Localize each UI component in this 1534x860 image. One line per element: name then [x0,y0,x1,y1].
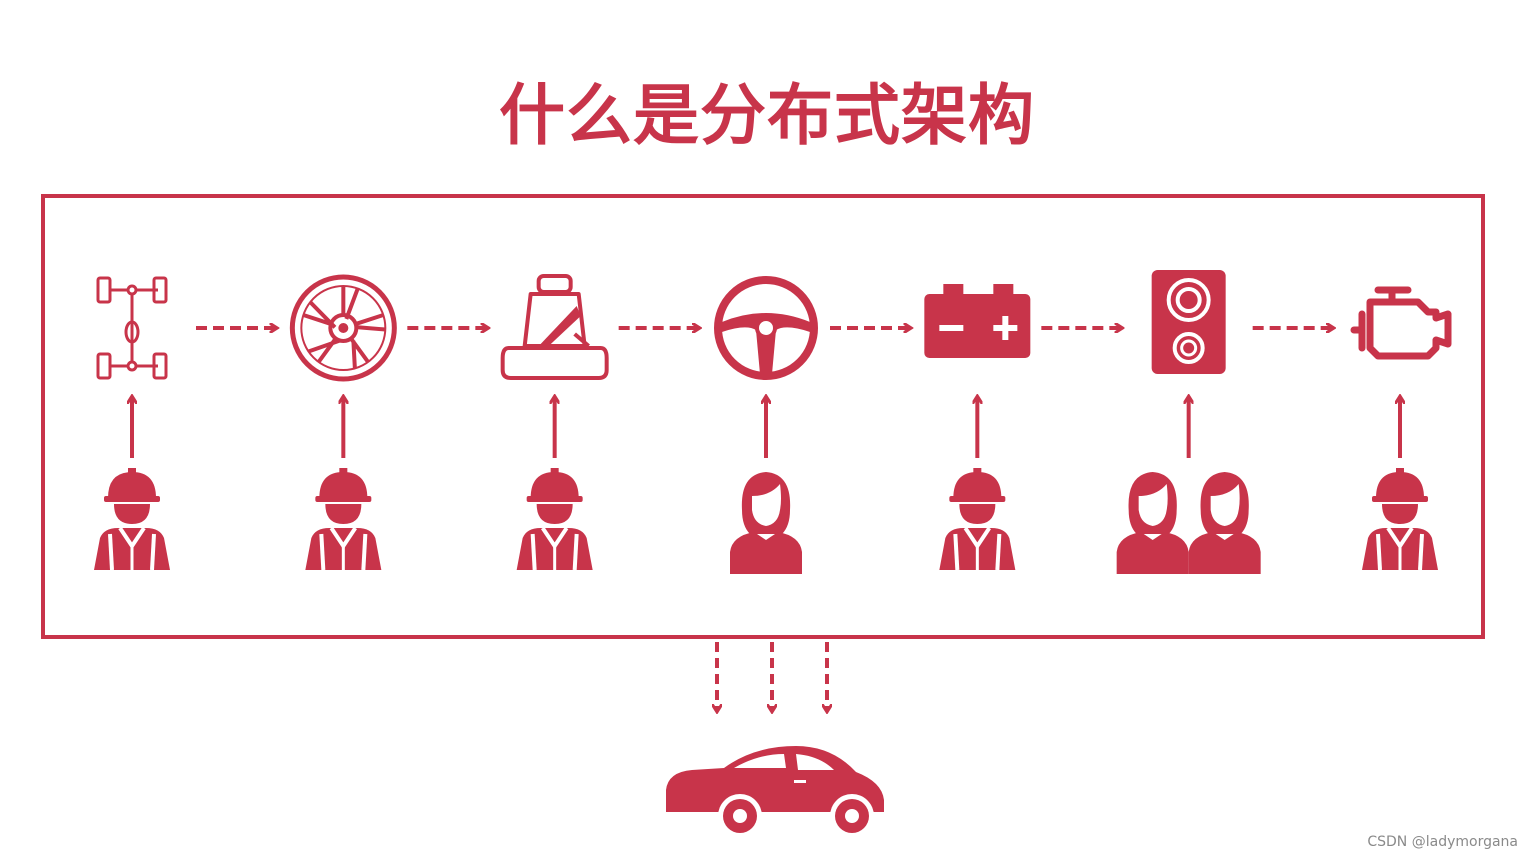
slide-title: 什么是分布式架构 [499,77,1035,154]
stage-2 [289,274,397,571]
worker-hardhat-icon [305,468,382,571]
woman-icon [1116,472,1189,574]
car-seat-icon [500,274,609,380]
stage-3 [500,274,609,571]
stage-6 [1116,270,1261,574]
speaker-icon [1151,270,1226,374]
output-layer [666,642,884,838]
stage-5 [924,284,1031,571]
woman-icon [730,472,802,574]
worker-hardhat-icon [516,468,593,571]
wheel-rim-icon [289,274,397,382]
stage-1 [94,276,170,571]
stage-4 [714,276,818,574]
battery-icon [924,284,1031,358]
car-icon [666,746,884,838]
chassis-icon [96,276,168,380]
stage-7 [1350,286,1452,571]
watermark: CSDN @ladymorgana [1367,834,1518,850]
engine-icon [1350,286,1452,360]
worker-hardhat-icon [94,468,170,571]
system-boundary-frame [41,194,1485,639]
worker-hardhat-icon [939,468,1016,571]
worker-hardhat-icon [1362,468,1438,571]
steering-wheel-icon [714,276,818,380]
woman-icon [1188,472,1261,574]
stages-layer [94,270,1452,574]
